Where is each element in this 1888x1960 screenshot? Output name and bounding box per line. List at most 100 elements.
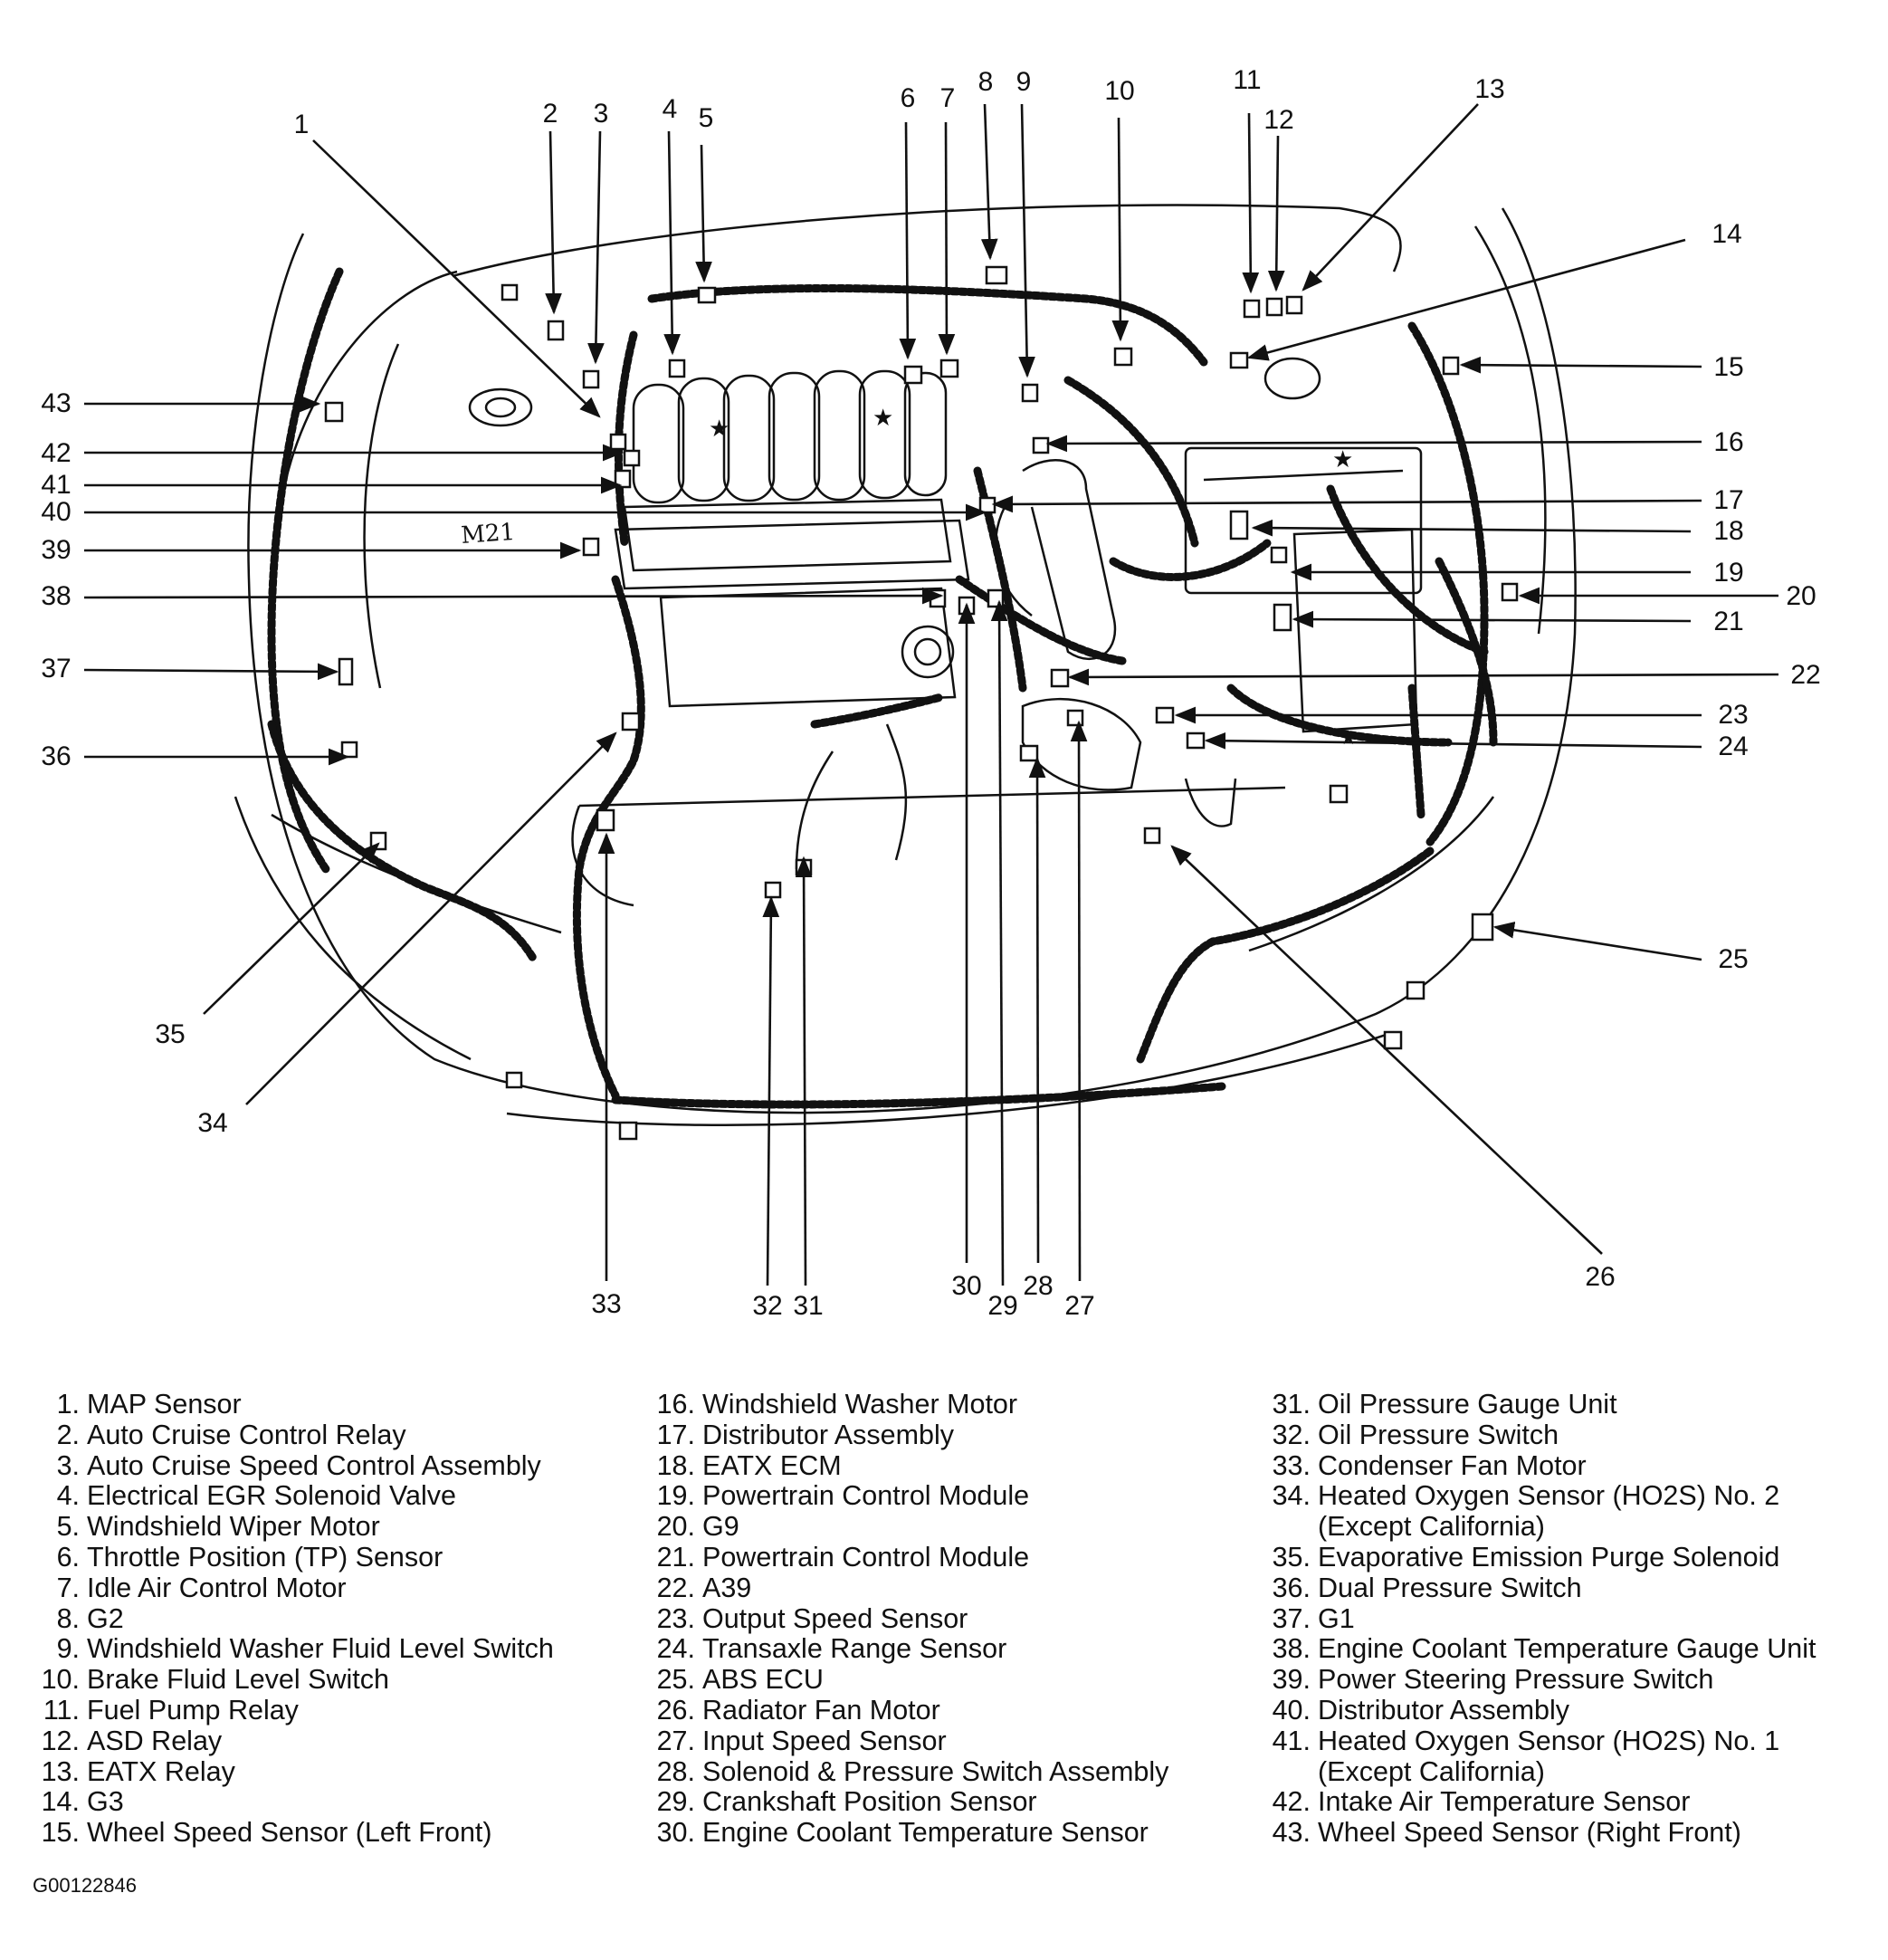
legend-item: 12.ASD Relay [41,1725,223,1756]
legend-item: 34.Heated Oxygen Sensor (HO2S) No. 2 [1272,1480,1780,1512]
legend-item: 33.Condenser Fan Motor [1272,1449,1587,1481]
callout-7: 7 [940,83,956,113]
legend-item: 43.Wheel Speed Sensor (Right Front) [1272,1817,1741,1849]
callout-34: 34 [197,1108,227,1138]
component-legend: 1.MAP Sensor 2.Auto Cruise Control Relay… [0,1389,1888,1860]
legend-item: 6.Throttle Position (TP) Sensor [56,1541,443,1573]
legend-item: 28.Solenoid & Pressure Switch Assembly [656,1755,1169,1787]
legend-item: 35.Evaporative Emission Purge Solenoid [1272,1541,1780,1573]
callout-13: 13 [1474,74,1504,104]
callout-30: 30 [951,1271,981,1301]
engine-compartment-diagram: ★ ★ ★ ★ M21 [41,65,1820,1321]
star-markers: ★ ★ ★ ★ [709,405,1358,750]
legend-item: 21.Powertrain Control Module [656,1541,1030,1573]
callout-2: 2 [543,99,558,129]
callout-33: 33 [591,1289,621,1319]
callout-21: 21 [1713,607,1743,636]
figure-id: G00122846 [33,1874,137,1897]
callout-20: 20 [1786,581,1816,611]
callout-6: 6 [901,83,916,113]
svg-text:M21: M21 [460,519,516,550]
callout-25: 25 [1718,944,1748,974]
legend-item: 23.Output Speed Sensor [656,1602,968,1634]
legend-item: 31.Oil Pressure Gauge Unit [1272,1389,1617,1420]
legend-item: 13.EATX Relay [41,1755,235,1787]
callout-4: 4 [663,94,678,124]
legend-item: 17.Distributor Assembly [656,1419,954,1450]
legend-item: 40.Distributor Assembly [1272,1694,1569,1726]
legend-item: 22.A39 [656,1572,752,1603]
callout-32: 32 [752,1291,782,1321]
legend-item: 5.Windshield Wiper Motor [56,1511,380,1543]
callout-1: 1 [294,110,310,139]
callout-29: 29 [987,1291,1017,1321]
wiring-harness [267,267,1498,1109]
legend-item: 16.Windshield Washer Motor [656,1389,1018,1420]
legend-item: 30.Engine Coolant Temperature Sensor [656,1817,1149,1849]
svg-text:★: ★ [1332,446,1353,473]
legend-item: 38.Engine Coolant Temperature Gauge Unit [1272,1633,1816,1665]
legend-item: 9.Windshield Washer Fluid Level Switch [56,1633,554,1665]
callout-41: 41 [41,470,71,500]
legend-column-2: 16.Windshield Washer Motor 17.Distributo… [641,1389,1169,1849]
callout-12: 12 [1263,105,1293,135]
legend-item: 15.Wheel Speed Sensor (Left Front) [41,1817,492,1849]
legend-item: 1.MAP Sensor [56,1389,242,1420]
legend-item: 36.Dual Pressure Switch [1272,1572,1582,1603]
callout-3: 3 [594,99,609,129]
legend-column-3: 31.Oil Pressure Gauge Unit 32.Oil Pressu… [1256,1389,1816,1849]
legend-item: 26.Radiator Fan Motor [656,1694,940,1726]
callout-43: 43 [41,388,71,418]
callout-35: 35 [155,1019,185,1049]
callout-17: 17 [1713,485,1743,515]
callout-31: 31 [793,1291,823,1321]
legend-item: 19.Powertrain Control Module [656,1480,1030,1512]
callout-24: 24 [1718,731,1748,761]
callout-40: 40 [41,497,71,527]
connectors [324,265,1519,1141]
legend-item: 41.Heated Oxygen Sensor (HO2S) No. 1 [1272,1725,1780,1756]
legend-item: 42.Intake Air Temperature Sensor [1272,1786,1691,1818]
legend-item: 24.Transaxle Range Sensor [656,1633,1007,1665]
legend-item: 8.G2 [56,1602,124,1634]
callout-38: 38 [41,581,71,611]
legend-item: 32.Oil Pressure Switch [1272,1419,1559,1450]
legend-item: 4.Electrical EGR Solenoid Valve [56,1480,456,1512]
callout-27: 27 [1064,1291,1094,1321]
callout-11: 11 [1233,65,1261,95]
callout-numbers: 1 2 3 4 5 6 7 8 9 10 11 12 13 14 15 16 1… [41,65,1820,1321]
legend-item: 25.ABS ECU [656,1664,824,1696]
legend-item: 29.Crankshaft Position Sensor [656,1786,1037,1818]
callout-39: 39 [41,535,71,565]
callout-14: 14 [1712,219,1741,249]
callout-23: 23 [1718,700,1748,730]
callout-28: 28 [1023,1271,1053,1301]
legend-item: 3.Auto Cruise Speed Control Assembly [56,1449,541,1481]
callout-26: 26 [1585,1262,1615,1292]
legend-item: 14.G3 [41,1786,124,1818]
legend-item: 7.Idle Air Control Motor [56,1572,347,1603]
callout-8: 8 [978,67,994,97]
callout-5: 5 [699,103,714,133]
legend-item: 18.EATX ECM [656,1449,842,1481]
legend-item-continuation: (Except California) [1318,1755,1545,1787]
callout-19: 19 [1713,558,1743,588]
legend-item: 11.Fuel Pump Relay [43,1694,299,1726]
callout-42: 42 [41,438,71,468]
callout-15: 15 [1713,352,1743,382]
callout-22: 22 [1790,660,1820,690]
engine-artwork [234,204,1577,1127]
callout-9: 9 [1016,67,1032,97]
legend-item: 27.Input Speed Sensor [656,1725,947,1756]
legend-item: 10.Brake Fluid Level Switch [41,1664,389,1696]
callout-16: 16 [1713,427,1743,457]
legend-item: 39.Power Steering Pressure Switch [1272,1664,1714,1696]
callout-18: 18 [1713,516,1743,546]
callout-36: 36 [41,741,71,771]
legend-item: 20.G9 [656,1511,739,1543]
legend-item-continuation: (Except California) [1318,1511,1545,1543]
legend-column-1: 1.MAP Sensor 2.Auto Cruise Control Relay… [25,1389,554,1849]
callout-10: 10 [1104,76,1134,106]
svg-text:★: ★ [1340,727,1358,750]
leader-lines [83,103,1779,1286]
